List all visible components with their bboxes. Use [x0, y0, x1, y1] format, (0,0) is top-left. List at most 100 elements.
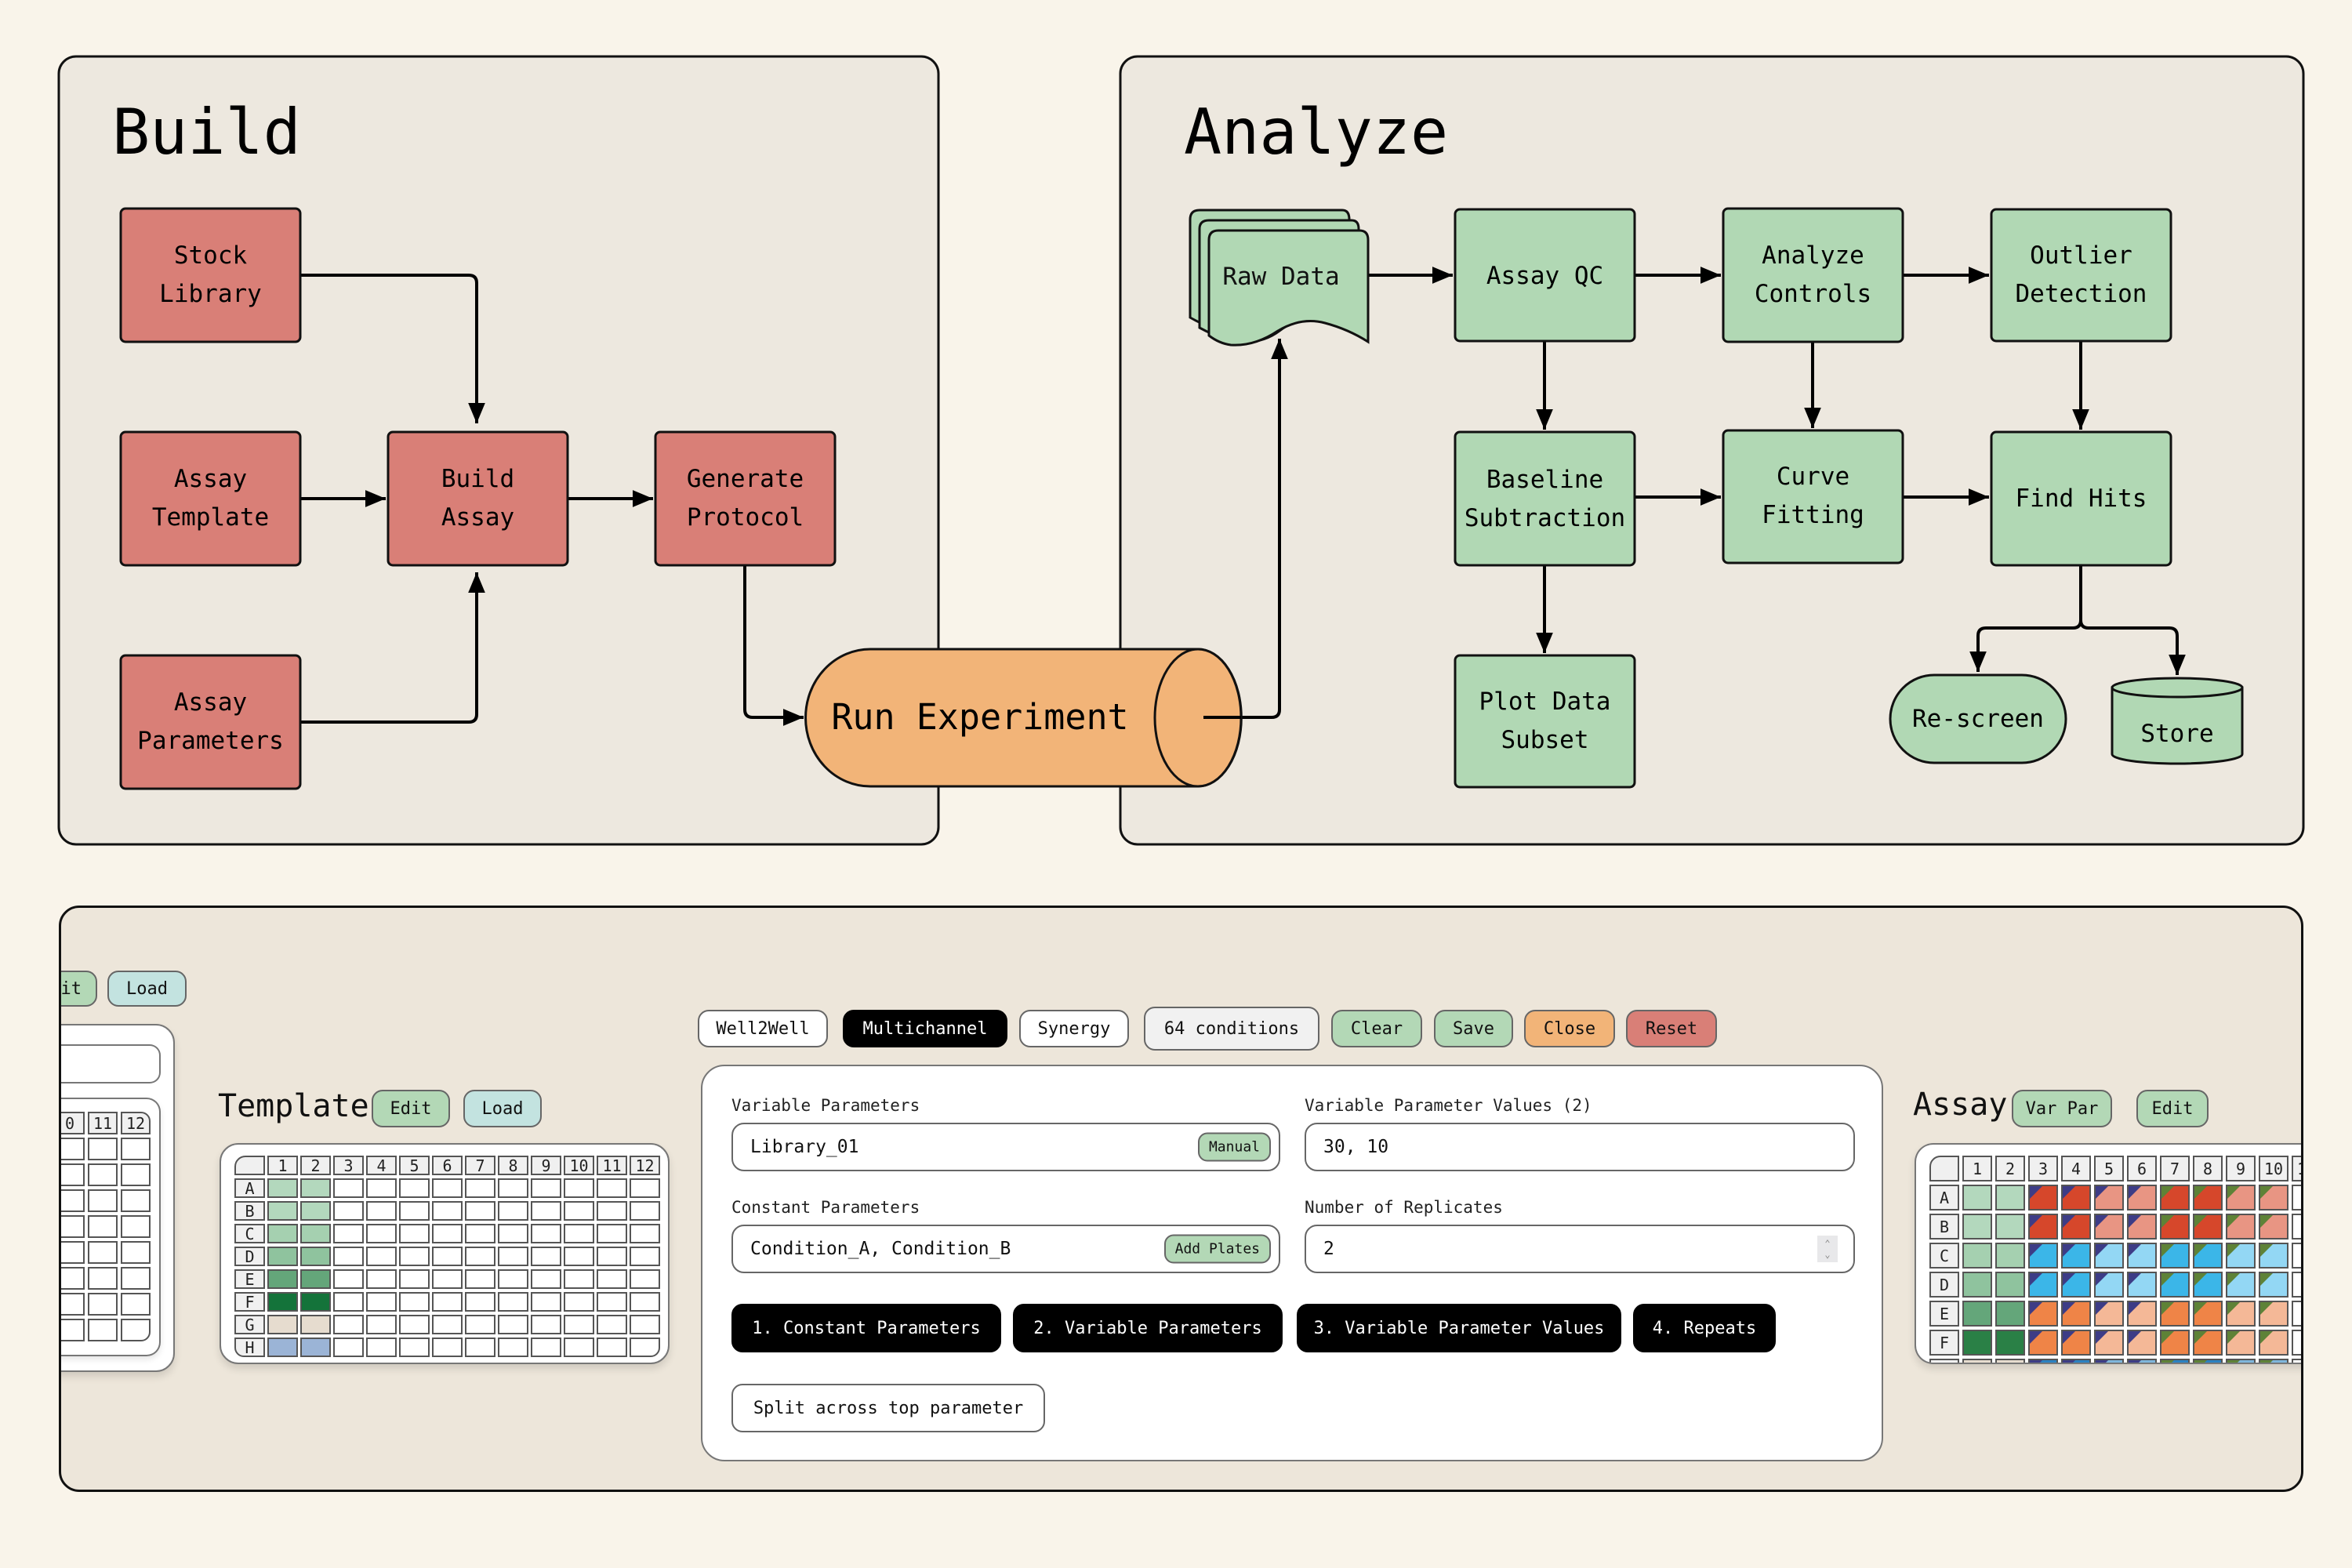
well[interactable]: [366, 1315, 397, 1334]
well[interactable]: [1995, 1185, 2025, 1210]
well[interactable]: [432, 1178, 463, 1198]
well[interactable]: [2193, 1359, 2223, 1363]
well[interactable]: [2061, 1359, 2091, 1363]
well[interactable]: [2193, 1214, 2223, 1240]
well[interactable]: [121, 1241, 151, 1264]
well[interactable]: [498, 1201, 528, 1221]
node-analyze-controls[interactable]: Analyze Controls: [1722, 207, 1904, 343]
well[interactable]: [2061, 1330, 2091, 1356]
well[interactable]: [1962, 1330, 1992, 1356]
well[interactable]: [2028, 1359, 2058, 1363]
well[interactable]: [2259, 1272, 2288, 1298]
well[interactable]: [630, 1247, 660, 1266]
well[interactable]: [465, 1338, 495, 1357]
well[interactable]: [2127, 1301, 2157, 1327]
well[interactable]: [267, 1269, 298, 1289]
well[interactable]: [366, 1201, 397, 1221]
well[interactable]: [1962, 1272, 1992, 1298]
assay-var-par-button[interactable]: Var Par: [2012, 1090, 2112, 1127]
well[interactable]: [2292, 1185, 2301, 1210]
well[interactable]: [498, 1315, 528, 1334]
well[interactable]: [2061, 1185, 2091, 1210]
well[interactable]: [300, 1178, 331, 1198]
node-build-assay[interactable]: Build Assay: [387, 430, 569, 567]
well[interactable]: [630, 1292, 660, 1312]
well[interactable]: [597, 1292, 627, 1312]
well[interactable]: [121, 1293, 151, 1316]
well[interactable]: [61, 1319, 85, 1341]
node-assay-parameters[interactable]: Assay Parameters: [119, 654, 302, 790]
well[interactable]: [564, 1315, 594, 1334]
well[interactable]: [597, 1201, 627, 1221]
well[interactable]: [630, 1269, 660, 1289]
well[interactable]: [465, 1201, 495, 1221]
well[interactable]: [88, 1138, 118, 1160]
node-assay-template[interactable]: Assay Template: [119, 430, 302, 567]
well[interactable]: [630, 1201, 660, 1221]
well[interactable]: [498, 1269, 528, 1289]
well[interactable]: [531, 1178, 561, 1198]
step-2-button[interactable]: 2. Variable Parameters: [1013, 1304, 1283, 1352]
well[interactable]: [366, 1247, 397, 1266]
reset-button[interactable]: Reset: [1626, 1010, 1717, 1047]
replicates-stepper[interactable]: ⌃⌄: [1817, 1236, 1838, 1262]
well[interactable]: [366, 1338, 397, 1357]
well[interactable]: [88, 1267, 118, 1290]
well[interactable]: [399, 1338, 430, 1357]
well[interactable]: [267, 1224, 298, 1243]
well[interactable]: [61, 1138, 85, 1160]
well[interactable]: [267, 1201, 298, 1221]
well[interactable]: [1962, 1214, 1992, 1240]
well[interactable]: [333, 1201, 364, 1221]
well2well-button[interactable]: Well2Well: [698, 1010, 828, 1047]
well[interactable]: [465, 1269, 495, 1289]
step-4-button[interactable]: 4. Repeats: [1633, 1304, 1776, 1352]
well[interactable]: [2094, 1359, 2124, 1363]
well[interactable]: [2292, 1330, 2301, 1356]
manual-button[interactable]: Manual: [1197, 1132, 1271, 1162]
well[interactable]: [1962, 1359, 1992, 1363]
node-plot-data-subset[interactable]: Plot Data Subset: [1454, 654, 1636, 789]
add-plates-button[interactable]: Add Plates: [1163, 1234, 1271, 1264]
well[interactable]: [267, 1178, 298, 1198]
well[interactable]: [333, 1224, 364, 1243]
well[interactable]: [465, 1178, 495, 1198]
well[interactable]: [2292, 1214, 2301, 1240]
well[interactable]: [1962, 1185, 1992, 1210]
well[interactable]: [88, 1293, 118, 1316]
well[interactable]: [2028, 1243, 2058, 1269]
well[interactable]: [300, 1338, 331, 1357]
well[interactable]: [630, 1315, 660, 1334]
node-assay-qc[interactable]: Assay QC: [1454, 208, 1636, 343]
well[interactable]: [432, 1338, 463, 1357]
well[interactable]: [61, 1189, 85, 1212]
well[interactable]: [564, 1178, 594, 1198]
well[interactable]: [366, 1224, 397, 1243]
well[interactable]: [2094, 1301, 2124, 1327]
node-outlier-detection[interactable]: Outlier Detection: [1990, 208, 2172, 343]
well[interactable]: [2160, 1301, 2190, 1327]
well[interactable]: [432, 1224, 463, 1243]
well[interactable]: [432, 1315, 463, 1334]
well[interactable]: [300, 1269, 331, 1289]
node-find-hits[interactable]: Find Hits: [1990, 430, 2172, 567]
well[interactable]: [2160, 1214, 2190, 1240]
well[interactable]: [121, 1215, 151, 1238]
well[interactable]: [564, 1201, 594, 1221]
well[interactable]: [300, 1224, 331, 1243]
node-stock-library[interactable]: Stock Library: [119, 207, 302, 343]
well[interactable]: [2226, 1359, 2256, 1363]
well[interactable]: [2160, 1330, 2190, 1356]
well[interactable]: [2259, 1359, 2288, 1363]
well[interactable]: [333, 1269, 364, 1289]
well[interactable]: [366, 1269, 397, 1289]
well[interactable]: [1962, 1301, 1992, 1327]
well[interactable]: [121, 1189, 151, 1212]
well[interactable]: [2028, 1330, 2058, 1356]
well[interactable]: [2226, 1214, 2256, 1240]
constant-parameters-input[interactable]: Condition_A, Condition_B Add Plates: [731, 1225, 1280, 1273]
well[interactable]: [2028, 1301, 2058, 1327]
well[interactable]: [2061, 1301, 2091, 1327]
well[interactable]: [2127, 1330, 2157, 1356]
well[interactable]: [2094, 1243, 2124, 1269]
